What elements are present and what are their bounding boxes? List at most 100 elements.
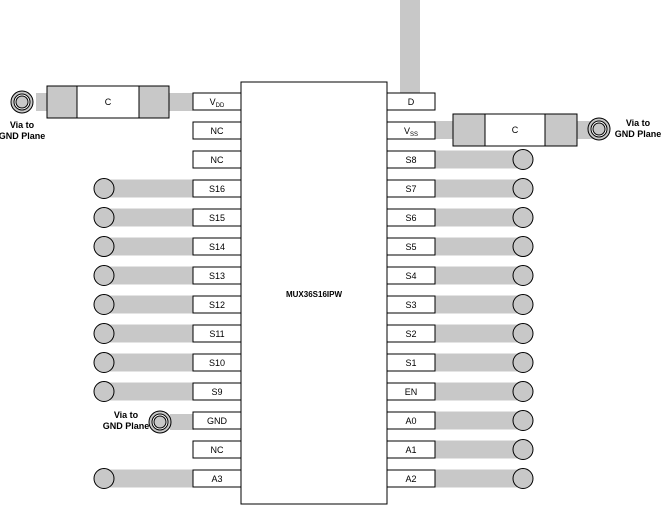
pin-right-a1: A1 xyxy=(386,440,436,459)
pin-left-s14: S14 xyxy=(192,237,242,256)
via-vss-label-line1: Via to xyxy=(626,118,651,128)
pin-box xyxy=(386,179,436,198)
pin-box xyxy=(192,440,242,459)
via-vdd-label-line1: Via to xyxy=(10,120,35,130)
capacitor-vss-label: C xyxy=(512,125,519,135)
pin-label: S15 xyxy=(209,213,225,223)
trace-s16 xyxy=(104,179,193,198)
pin-right-s1: S1 xyxy=(386,353,436,372)
pin-box xyxy=(192,411,242,430)
chip-body xyxy=(240,81,388,505)
pad-s7 xyxy=(512,178,534,199)
pin-box xyxy=(386,208,436,227)
pin-box xyxy=(192,237,242,256)
pin-label: A2 xyxy=(405,474,416,484)
pin-label: NC xyxy=(211,126,224,136)
pin-label: S9 xyxy=(211,387,222,397)
trace-gnd xyxy=(170,414,194,430)
pad-a2 xyxy=(512,468,534,489)
trace-d xyxy=(400,0,420,97)
pin-left-s12: S12 xyxy=(192,295,242,314)
pin-box xyxy=(386,150,436,169)
pin-label: VDD xyxy=(210,97,225,109)
pin-left-a3: A3 xyxy=(192,469,242,488)
capacitor-vdd-label: C xyxy=(105,97,112,107)
pin-right-s5: S5 xyxy=(386,237,436,256)
trace-s13 xyxy=(104,266,193,285)
trace-s11 xyxy=(104,324,193,343)
trace-s10 xyxy=(104,353,193,372)
via-vdd: Via to GND Plane xyxy=(0,90,45,141)
pad-trace-layer xyxy=(93,149,534,489)
pin-box xyxy=(386,440,436,459)
pin-label: S16 xyxy=(209,184,225,194)
trace-s12 xyxy=(104,295,193,314)
pad-s11 xyxy=(93,323,115,344)
pad-s14 xyxy=(93,236,115,257)
trace-s5 xyxy=(435,237,523,256)
pin-label: S12 xyxy=(209,300,225,310)
pin-box xyxy=(192,324,242,343)
pin-box xyxy=(192,150,242,169)
pin-label: S11 xyxy=(209,329,224,339)
pin-right-s3: S3 xyxy=(386,295,436,314)
via-vss: Via to GND Plane xyxy=(587,117,662,141)
pad-a0 xyxy=(512,410,534,431)
pin-left-s11: S11 xyxy=(192,324,242,343)
pin-right-s8: S8 xyxy=(386,150,436,169)
pad-s6 xyxy=(512,207,534,228)
pad-s10 xyxy=(93,352,115,373)
pin-label: A3 xyxy=(211,474,222,484)
pin-label: S6 xyxy=(405,213,416,223)
via-vss-label-line2: GND Plane xyxy=(615,129,662,139)
trace-s1 xyxy=(435,353,523,372)
pad-a3 xyxy=(93,468,115,489)
via-gnd-label-line2: GND Plane xyxy=(103,421,150,431)
trace-s2 xyxy=(435,324,523,343)
trace-s4 xyxy=(435,266,523,285)
pin-label: D xyxy=(408,97,415,107)
trace-a0 xyxy=(435,411,523,430)
pin-left-s13: S13 xyxy=(192,266,242,285)
trace-s15 xyxy=(104,208,193,227)
trace-s9 xyxy=(104,382,193,401)
pin-right-d: D xyxy=(386,92,436,111)
pin-right-s4: S4 xyxy=(386,266,436,285)
pin-box xyxy=(192,92,242,111)
pad-s12 xyxy=(93,294,115,315)
pad-en xyxy=(512,381,534,402)
pin-label: GND xyxy=(207,416,228,426)
pad-s15 xyxy=(93,207,115,228)
pin-label: VSS xyxy=(404,126,418,138)
pad-s8 xyxy=(512,149,534,170)
pad-s3 xyxy=(512,294,534,315)
pad-s9 xyxy=(93,381,115,402)
pin-box xyxy=(192,121,242,140)
pad-s13 xyxy=(93,265,115,286)
trace-s7 xyxy=(435,179,523,198)
pin-label: EN xyxy=(405,387,418,397)
pin-left-s15: S15 xyxy=(192,208,242,227)
pin-box xyxy=(386,295,436,314)
pin-box xyxy=(192,382,242,401)
pin-box xyxy=(192,295,242,314)
pin-left-vdd: VDD xyxy=(192,92,242,111)
via-gnd-label-line1: Via to xyxy=(114,410,139,420)
pad-s4 xyxy=(512,265,534,286)
pin-left-nc: NC xyxy=(192,121,242,140)
capacitor-vdd: C xyxy=(46,85,170,119)
pin-label: S10 xyxy=(209,358,225,368)
pin-box xyxy=(386,121,436,140)
pad-s16 xyxy=(93,178,115,199)
pin-right-a0: A0 xyxy=(386,411,436,430)
pin-left-nc: NC xyxy=(192,440,242,459)
pin-left-s16: S16 xyxy=(192,179,242,198)
pad-s5 xyxy=(512,236,534,257)
pin-label: S1 xyxy=(405,358,416,368)
pin-right-vss: VSS xyxy=(386,121,436,140)
pin-left-s9: S9 xyxy=(192,382,242,401)
pin-box xyxy=(386,411,436,430)
